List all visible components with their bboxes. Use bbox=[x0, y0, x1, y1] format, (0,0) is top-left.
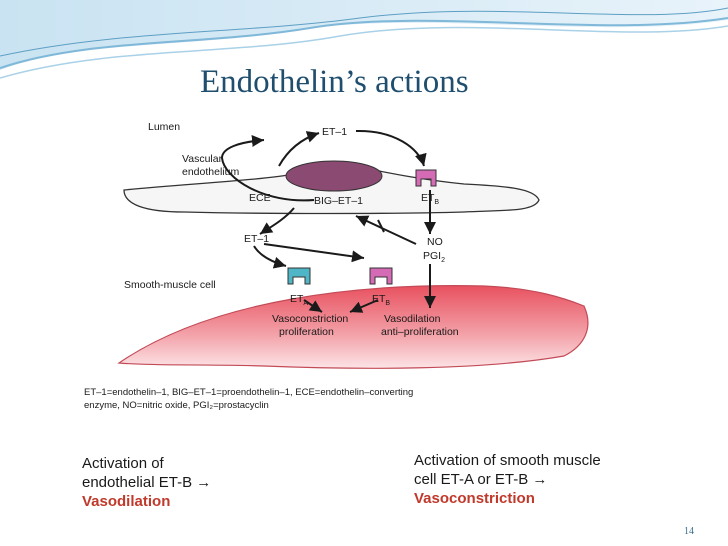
et1-top-label: ET–1 bbox=[322, 126, 347, 138]
arrow-etb-to-vasoconstriction bbox=[349, 299, 379, 313]
endothelin-diagram: Lumen Vascular endothelium ET–1 ECE BIG–… bbox=[64, 108, 654, 528]
etb-receptor-bottom bbox=[369, 267, 393, 285]
abbreviation-legend: ET–1=endothelin–1, BIG–ET–1=proendotheli… bbox=[84, 386, 544, 412]
caption-smooth-muscle: Activation of smooth muscle cell ET-A or… bbox=[414, 451, 601, 508]
caption-left-result: Vasodilation bbox=[82, 493, 171, 510]
header-wave-decoration bbox=[0, 0, 728, 79]
arrow-et1-to-etb bbox=[355, 129, 427, 167]
endothelium-label: endothelium bbox=[182, 166, 239, 178]
pgi2-label: PGI2 bbox=[423, 250, 445, 264]
arrow-no-inhibits bbox=[355, 215, 417, 245]
lumen-label: Lumen bbox=[148, 121, 180, 133]
eta-label: ETA bbox=[290, 293, 308, 307]
caption-endothelial: Activation of endothelial ET-B → Vasodil… bbox=[82, 454, 211, 511]
legend-line-1: ET–1=endothelin–1, BIG–ET–1=proendotheli… bbox=[84, 387, 414, 398]
arrow-big-to-et1 bbox=[220, 134, 315, 202]
eta-receptor bbox=[287, 267, 311, 285]
arrow-ece-down bbox=[259, 207, 295, 235]
caption-right-line-1: Activation of smooth muscle bbox=[414, 452, 601, 469]
arrow-et1-to-etb-bottom bbox=[263, 243, 365, 263]
caption-right-line-2: cell ET-A or ET-B → bbox=[414, 471, 548, 488]
page-number: 14 bbox=[684, 526, 694, 537]
no-label: NO bbox=[427, 236, 443, 248]
arrow-et1-to-eta bbox=[253, 245, 287, 269]
vasoconstriction-label: Vasoconstriction bbox=[272, 313, 348, 325]
etb-receptor-top bbox=[415, 169, 437, 187]
anti-proliferation-label: anti–proliferation bbox=[381, 326, 459, 338]
inhibit-mark bbox=[377, 219, 385, 233]
smooth-muscle-cell bbox=[117, 285, 589, 369]
vascular-label: Vascular bbox=[182, 153, 223, 165]
diagram-canvas: Lumen Vascular endothelium ET–1 ECE BIG–… bbox=[117, 121, 589, 369]
caption-left-line-1: Activation of bbox=[82, 455, 164, 472]
legend-line-2: enzyme, NO=nitric oxide, PGI₂=prostacycl… bbox=[84, 400, 269, 411]
arrow-eta-to-vasoconstriction bbox=[303, 299, 323, 313]
smooth-muscle-label: Smooth-muscle cell bbox=[124, 279, 216, 291]
caption-right-result: Vasoconstriction bbox=[414, 490, 535, 507]
arrow-nucleus-to-et1 bbox=[278, 131, 320, 167]
big-et1-label: BIG–ET–1 bbox=[314, 195, 363, 207]
vasodilation-label: Vasodilation bbox=[384, 313, 441, 325]
et1-mid-label: ET–1 bbox=[244, 233, 269, 245]
proliferation-label: proliferation bbox=[279, 326, 334, 338]
caption-left-line-2: endothelial ET-B → bbox=[82, 474, 212, 491]
slide-title: Endothelin’s actions bbox=[200, 64, 469, 100]
ece-label: ECE bbox=[249, 192, 271, 204]
nucleus bbox=[285, 160, 383, 192]
etb-top-label: ETB bbox=[421, 192, 439, 206]
